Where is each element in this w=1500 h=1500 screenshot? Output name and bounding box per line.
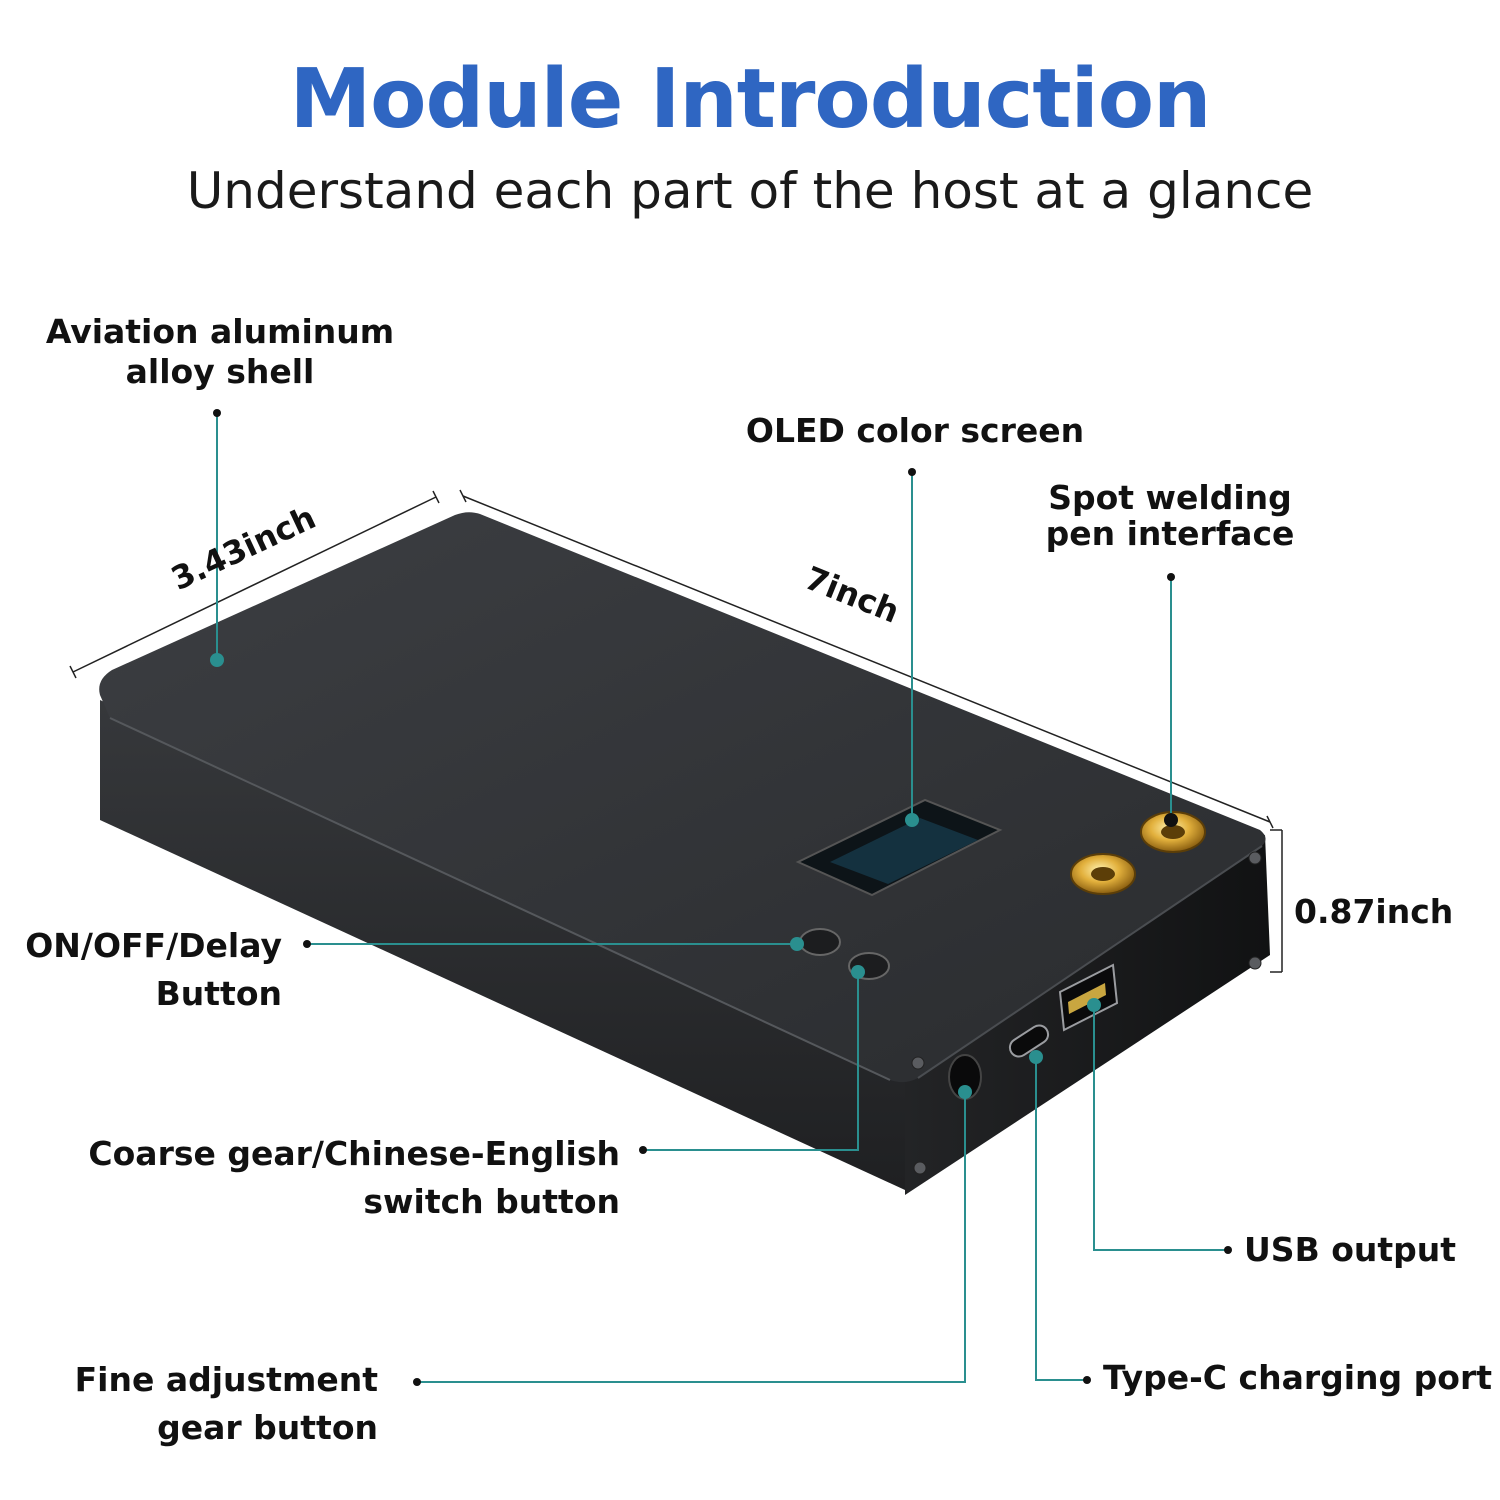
callout-usb-line1: USB output [1244, 1230, 1457, 1269]
callout-fine-line1: Fine adjustment [74, 1360, 378, 1399]
height-dimension-label: 0.87inch [1294, 892, 1454, 931]
callout-typec-line1: Type-C charging port [1103, 1358, 1492, 1397]
callout-onoff-line1: ON/OFF/Delay [25, 926, 282, 965]
callout-shell-line1: Aviation aluminum [45, 312, 395, 351]
page-subtitle: Understand each part of the host at a gl… [186, 162, 1314, 220]
callout-coarse: Coarse gear/Chinese-English switch butto… [80, 1130, 620, 1226]
callout-fine: Fine adjustment gear button [60, 1356, 378, 1452]
callout-pen-line2: pen interface [1045, 514, 1295, 553]
callout-oled: OLED color screen [730, 411, 1100, 451]
type-c-port-icon [1008, 1024, 1050, 1058]
callout-shell-line2: alloy shell [125, 352, 315, 391]
device-top-face [99, 512, 1266, 1083]
leader-endpoints [210, 409, 1232, 1386]
length-dimension-label: 7inch [800, 559, 905, 631]
callout-shell: Aviation aluminum alloy shell [40, 312, 400, 392]
callout-typec: Type-C charging port [1103, 1358, 1492, 1398]
screw-icon [911, 1056, 925, 1070]
callout-coarse-line1: Coarse gear/Chinese-English [88, 1134, 620, 1173]
onoff-button-icon [799, 928, 841, 956]
callout-onoff: ON/OFF/Delay Button [20, 922, 282, 1018]
callout-usb: USB output [1244, 1230, 1456, 1270]
leader-lines [216, 413, 1228, 1383]
callout-fine-line2: gear button [157, 1408, 378, 1447]
callout-pen: Spot welding pen interface [1030, 480, 1310, 552]
oled-display-area [830, 818, 978, 884]
dimension-lines [69, 489, 1283, 973]
width-dimension-label: 3.43inch [165, 498, 321, 598]
page-title: Module Introduction [289, 52, 1212, 147]
screw-icon [1248, 851, 1262, 865]
callout-pen-line1: Spot welding [1048, 478, 1292, 517]
screw-icon [913, 1161, 927, 1175]
screw-icon [1248, 956, 1262, 970]
callout-onoff-line2: Button [155, 974, 282, 1013]
callout-oled-line1: OLED color screen [745, 411, 1085, 450]
callout-coarse-line2: switch button [363, 1182, 620, 1221]
